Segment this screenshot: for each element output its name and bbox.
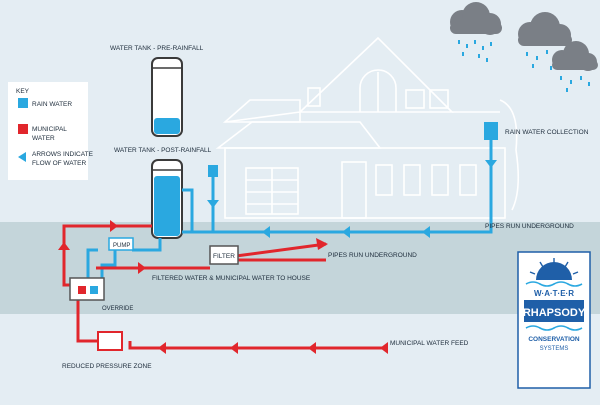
pump-box xyxy=(108,237,134,251)
legend-swatch-rain xyxy=(18,98,28,108)
filter-box xyxy=(209,245,239,265)
label-tank-post: WATER TANK - POST-RAINFALL xyxy=(114,147,212,154)
rain-collection-box xyxy=(484,122,498,140)
house-inlet-box xyxy=(208,165,218,177)
label-filtered-water: FILTERED WATER & MUNICIPAL WATER TO HOUS… xyxy=(152,275,311,282)
legend-rain-label: RAIN WATER xyxy=(32,101,72,108)
municipal-water-pipes xyxy=(62,224,386,350)
legend-arrows-label-1: ARROWS INDICATE xyxy=(32,151,94,158)
front-door xyxy=(341,161,367,219)
label-pipes-underground-mid: PIPES RUN UNDERGROUND xyxy=(328,252,417,259)
logo-line1: W·A·T·E·R xyxy=(534,289,574,298)
reduced-pressure-box xyxy=(97,331,123,351)
override-valve-blue xyxy=(90,286,98,294)
sun-icon xyxy=(529,258,579,280)
label-override: OVERRIDE xyxy=(102,306,133,312)
label-rain-collection: RAIN WATER COLLECTION xyxy=(505,129,589,136)
logo-line3: CONSERVATION xyxy=(528,336,580,343)
label-filter: FILTER xyxy=(213,253,235,260)
blue-flow-arrows xyxy=(207,160,497,238)
legend-arrow-icon xyxy=(18,152,26,162)
legend-key: KEY RAIN WATER MUNICIPAL WATER ARROWS IN… xyxy=(8,82,94,180)
rain-cloud-icon xyxy=(450,2,502,62)
label-municipal-feed: MUNICIPAL WATER FEED xyxy=(390,340,469,347)
label-reduced-pressure: REDUCED PRESSURE ZONE xyxy=(62,363,152,370)
attic-window xyxy=(359,69,397,112)
legend-swatch-municipal xyxy=(18,124,28,134)
house-illustration xyxy=(215,36,520,219)
tank-pre-rainfall xyxy=(151,57,183,137)
label-tank-pre: WATER TANK - PRE-RAINFALL xyxy=(110,45,204,52)
legend-municipal-label-2: WATER xyxy=(32,135,55,142)
override-valve-red xyxy=(78,286,86,294)
logo-line2: RHAPSODY xyxy=(523,307,586,319)
label-pump: PUMP xyxy=(113,243,130,249)
red-flow-arrows xyxy=(58,220,388,354)
water-rhapsody-logo: W·A·T·E·R RHAPSODY CONSERVATION SYSTEMS xyxy=(517,251,591,389)
rain-cloud-icon xyxy=(552,41,598,92)
main-roof xyxy=(297,36,454,113)
tank-post-rainfall xyxy=(151,159,183,239)
legend-title: KEY xyxy=(16,88,30,95)
rain-cloud-icon xyxy=(518,12,572,70)
override-box xyxy=(69,277,105,301)
legend-municipal-label-1: MUNICIPAL xyxy=(32,126,67,133)
label-pipes-underground-right: PIPES RUN UNDERGROUND xyxy=(485,223,574,230)
legend-arrows-label-2: FLOW OF WATER xyxy=(32,160,86,167)
rain-water-pipes xyxy=(86,140,493,284)
logo-line4: SYSTEMS xyxy=(540,346,569,352)
